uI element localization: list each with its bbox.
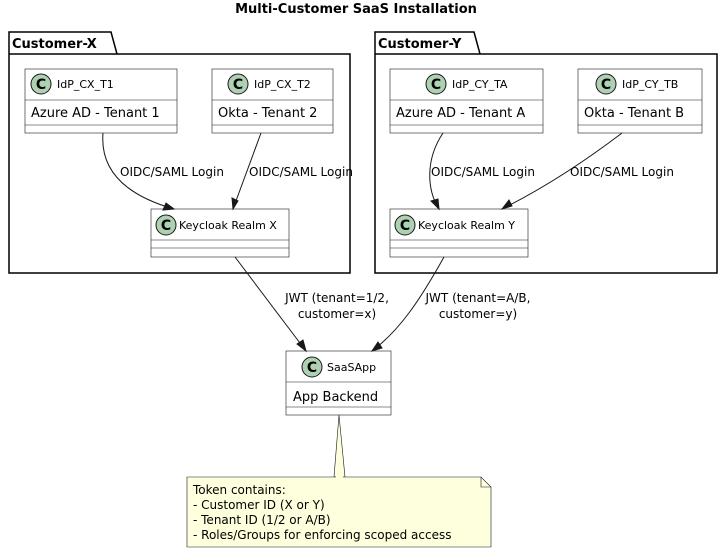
svg-text:C: C bbox=[233, 77, 243, 93]
svg-text:C: C bbox=[400, 218, 410, 234]
note-line: Token contains: bbox=[192, 483, 286, 497]
svg-text:C: C bbox=[431, 77, 441, 93]
class-spot-icon bbox=[227, 73, 249, 95]
class-name: IdP_CY_TB bbox=[622, 78, 678, 91]
class-spot-icon bbox=[595, 73, 617, 95]
note-connector bbox=[333, 414, 346, 478]
svg-text:C: C bbox=[601, 77, 611, 93]
edge-label: OIDC/SAML Login bbox=[431, 165, 535, 179]
edge-label: OIDC/SAML Login bbox=[570, 165, 674, 179]
class-name: Keycloak Realm Y bbox=[418, 219, 515, 232]
edge-cx-t1-to-realm-x: OIDC/SAML Login bbox=[102, 132, 224, 211]
edge-label: JWT (tenant=1/2, bbox=[284, 291, 389, 305]
edge-cy-ta-to-realm-y: OIDC/SAML Login bbox=[429, 132, 535, 211]
class-saasapp: C SaaSApp App Backend bbox=[285, 350, 392, 416]
class-keycloak-realm-x: C Keycloak Realm X bbox=[150, 208, 290, 258]
note-token-contents: Token contains: - Customer ID (X or Y) -… bbox=[186, 476, 492, 548]
edge-cy-tb-to-realm-y: OIDC/SAML Login bbox=[500, 132, 674, 210]
class-keycloak-realm-y: C Keycloak Realm Y bbox=[389, 208, 529, 258]
svg-text:C: C bbox=[36, 77, 46, 93]
package-label-customer-y: Customer-Y bbox=[378, 37, 462, 52]
edge-cx-t2-to-realm-x: OIDC/SAML Login bbox=[231, 132, 353, 211]
arrowhead bbox=[370, 341, 383, 352]
arrowhead bbox=[231, 197, 239, 211]
svg-text:C: C bbox=[307, 360, 317, 376]
edge-label: customer=x) bbox=[298, 307, 376, 321]
class-spot-icon bbox=[425, 73, 447, 95]
arrowhead bbox=[296, 339, 307, 353]
arrowhead bbox=[162, 202, 176, 211]
class-idp-cx-t2: C IdP_CX_T2 Okta - Tenant 2 bbox=[211, 68, 334, 134]
class-name: IdP_CX_T2 bbox=[254, 78, 311, 91]
edge-label: OIDC/SAML Login bbox=[249, 165, 353, 179]
class-attribute: Okta - Tenant B bbox=[584, 106, 684, 121]
class-spot-icon bbox=[30, 73, 52, 95]
class-attribute: App Backend bbox=[293, 390, 378, 405]
class-spot-icon bbox=[301, 356, 323, 378]
package-label-customer-x: Customer-X bbox=[12, 37, 97, 52]
svg-text:C: C bbox=[161, 218, 171, 234]
class-name: IdP_CY_TA bbox=[452, 78, 508, 91]
class-attribute: Okta - Tenant 2 bbox=[218, 106, 317, 121]
class-spot-icon bbox=[155, 214, 177, 236]
class-attribute: Azure AD - Tenant A bbox=[396, 106, 525, 121]
class-idp-cx-t1: C IdP_CX_T1 Azure AD - Tenant 1 bbox=[24, 68, 178, 134]
class-attribute: Azure AD - Tenant 1 bbox=[31, 106, 160, 121]
note-line: - Customer ID (X or Y) bbox=[193, 498, 325, 512]
class-name: SaaSApp bbox=[327, 361, 376, 374]
class-idp-cy-ta: C IdP_CY_TA Azure AD - Tenant A bbox=[389, 68, 544, 134]
edge-realm-x-to-saasapp: JWT (tenant=1/2, customer=x) bbox=[234, 256, 389, 353]
class-name: Keycloak Realm X bbox=[179, 219, 277, 232]
edge-label: customer=y) bbox=[439, 307, 517, 321]
arrowhead bbox=[500, 199, 513, 210]
class-name: IdP_CX_T1 bbox=[57, 78, 114, 91]
edge-label: OIDC/SAML Login bbox=[120, 165, 224, 179]
arrowhead bbox=[430, 198, 440, 211]
diagram-title: Multi-Customer SaaS Installation bbox=[235, 2, 477, 17]
class-spot-icon bbox=[394, 214, 416, 236]
edge-realm-y-to-saasapp: JWT (tenant=A/B, customer=y) bbox=[370, 256, 531, 352]
class-idp-cy-tb: C IdP_CY_TB Okta - Tenant B bbox=[577, 68, 703, 134]
note-line: - Roles/Groups for enforcing scoped acce… bbox=[193, 528, 451, 542]
edge-label: JWT (tenant=A/B, bbox=[425, 291, 531, 305]
note-line: - Tenant ID (1/2 or A/B) bbox=[193, 513, 331, 527]
